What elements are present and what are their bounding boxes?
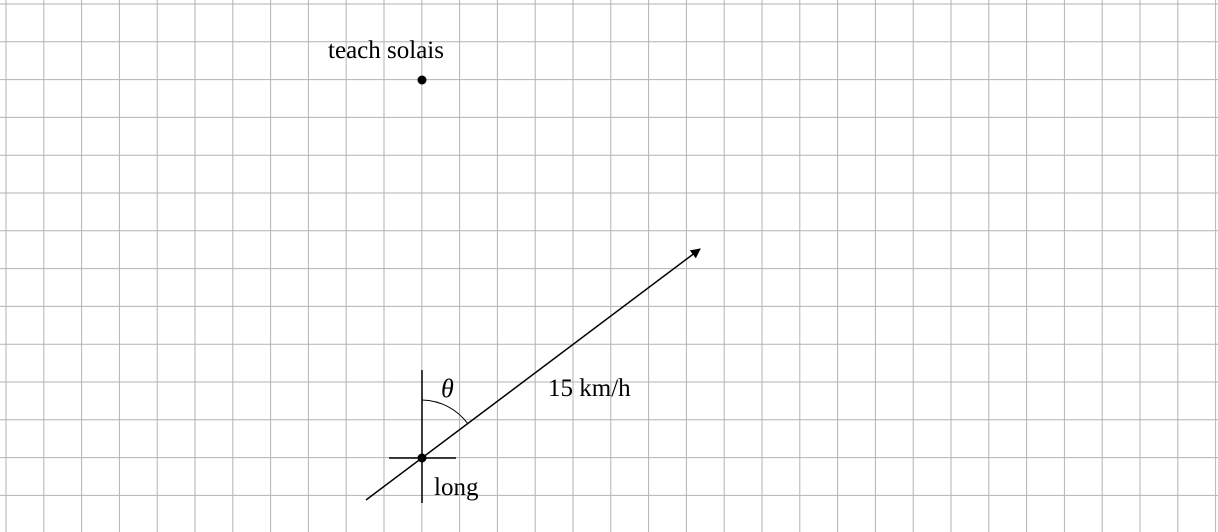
ship-point (417, 453, 427, 463)
lighthouse-point (417, 75, 427, 85)
angle-arc (421, 399, 469, 425)
speed-label: 15 km/h (548, 375, 631, 402)
ship-label: long (434, 474, 479, 501)
angle-theta-label: θ (441, 374, 454, 403)
velocity-vector-arrow (365, 248, 701, 501)
lighthouse-label: teach solais (328, 37, 444, 64)
